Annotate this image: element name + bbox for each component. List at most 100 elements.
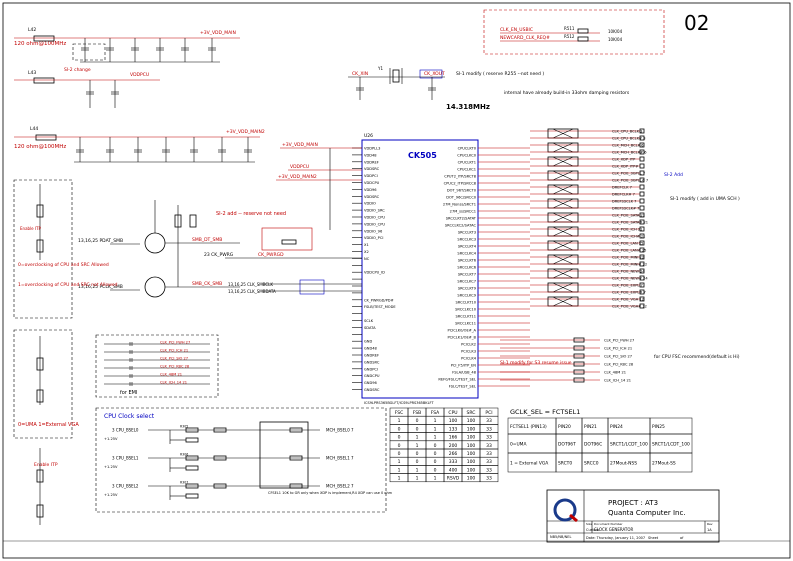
- chip-pin-right: SRCCLKT6: [458, 259, 477, 263]
- si2-change-note: SI-2 change: [64, 67, 91, 73]
- pci-output-net: CLK_ICH_14 21: [604, 379, 631, 383]
- smbus-b: 13,16,25 PCLK_SMB: [78, 284, 123, 290]
- fsc-cell: 0: [398, 426, 401, 432]
- svg-text:SMB_DT_SMB: SMB_DT_SMB: [192, 237, 222, 243]
- fsc-cell: CPU: [448, 410, 457, 416]
- svg-text:of: of: [680, 536, 684, 540]
- sheet-title: CLOCK GENERATOR: [594, 527, 633, 532]
- gclk-cell: FCTSEL1 (PIN13): [510, 424, 547, 430]
- chip-pin-right: CPUCLKT0: [458, 147, 477, 151]
- fsc-cell: 266: [449, 451, 458, 457]
- fsc-cell: PCI: [485, 410, 492, 416]
- emi-net: CLK_PCI_ICH 21: [160, 349, 188, 353]
- clock-output-net: CLK_PCIE_LAN 25: [612, 242, 643, 246]
- chip-pin-right: PCICLK0/OE#_A: [448, 329, 477, 333]
- clock-output-net: CLK_MCH_BCLK# 6: [612, 151, 647, 155]
- l42-label: L42: [28, 27, 36, 33]
- overclock-note-1: 1=overclocking of CPU and SRC not Allowe…: [18, 282, 118, 288]
- fsc-recommend-note: for CPU FSC recommend(default is Hi): [654, 354, 740, 360]
- clock-output-net: CLK_PCIE_VGA# 12: [612, 305, 647, 309]
- fsc-cell: 100: [467, 426, 476, 432]
- mch-bsel-output: MCH_BSEL1 7: [326, 456, 354, 461]
- cpu-bsel-input: 3 CPU_BSEL0: [112, 428, 139, 433]
- crystal-note: SI-1 modify ( reserve R255 --not need ): [456, 71, 544, 77]
- top-net-newcard: NEWCARD_CLK_REQ#: [500, 35, 550, 41]
- fsc-cell: 0: [434, 451, 437, 457]
- chip-pin-right: SRCCLKC11: [455, 322, 476, 326]
- fsc-cell: 1: [416, 435, 419, 441]
- fsc-cell: 33: [486, 451, 492, 457]
- fsc-cell: 400: [449, 467, 458, 473]
- svg-text:Rev: Rev: [707, 522, 713, 526]
- svg-text:+3V_VDD_MAIN: +3V_VDD_MAIN: [282, 142, 318, 148]
- clock-output-net: CLK_CPU_BCLK# 3: [612, 137, 645, 141]
- pci-output-net: CLK_PCI_KBC 28: [604, 363, 634, 367]
- chip-pin-left: GND96: [364, 381, 378, 385]
- fsc-cell: 200: [449, 443, 458, 449]
- gclk-cell: PIN20: [558, 424, 571, 430]
- sheet-date: Date: Thursday, January 11, 2007: [586, 536, 645, 540]
- clock-output-net: CLK_PCIE_3GPLL 7: [612, 172, 645, 176]
- mch-bsel-output: MCH_BSEL0 7: [326, 428, 354, 433]
- chip-pin-left: GNDCPU: [364, 374, 380, 378]
- cpu-clock-select-box: [95, 407, 387, 513]
- title-block: [546, 489, 720, 543]
- chip-pin-right: PCICLK4: [461, 357, 477, 361]
- emi-net: CLK_PCI_KBC 28: [160, 365, 190, 369]
- clock-output-net: DREFSSCLK# 7: [612, 207, 639, 211]
- fsc-cell: 1: [398, 418, 401, 424]
- fsc-cell: 33: [486, 459, 492, 465]
- clock-output-net: CLK_XDP_ITP#: [612, 165, 638, 169]
- fsc-cell: 333: [449, 459, 458, 465]
- fsc-cell: 0: [398, 443, 401, 449]
- fsc-cell: 33: [486, 418, 492, 424]
- clock-output-net: DREFCLK# 7: [612, 193, 635, 197]
- chip-pin-left: VDDPLL3: [364, 147, 380, 151]
- gclk-cell: 1 = External VGA: [510, 461, 548, 467]
- fsc-cell: 1: [434, 418, 437, 424]
- clock-output-net: CLK_PCIE_VGA 12: [612, 298, 644, 302]
- chip-pin-right: 27M_Nonss/SRCT1: [443, 203, 476, 207]
- pci-output-net: CLK_PCI_FWH 27: [604, 339, 634, 343]
- chip-pin-left: VDDIO: [364, 202, 376, 206]
- gclk-cell: 0=UMA: [510, 442, 526, 448]
- chip-pin-left: X1: [364, 243, 369, 247]
- chip-ref: U26: [364, 133, 373, 139]
- svg-text:10K/04: 10K/04: [608, 37, 623, 42]
- chip-name: CK505: [408, 151, 437, 160]
- fsc-cell: 33: [486, 443, 492, 449]
- fsc-cell: FSA: [431, 410, 440, 416]
- gclk-cell: SRCT1/LCDT_100: [610, 442, 648, 448]
- chip-pin-right: PCICLK3: [461, 350, 476, 354]
- svg-text:CK_PWRGD: CK_PWRGD: [258, 252, 284, 258]
- crystal-body: [392, 69, 400, 83]
- pci-output-net: CLK_PCI_SIO 27: [604, 355, 632, 359]
- fsc-cell: 1: [398, 459, 401, 465]
- gclk-cell: SRCT0: [558, 461, 572, 467]
- fsc-cell: 0: [416, 418, 419, 424]
- clock-output-net: CLK_PCIE_LAN# 25: [612, 249, 646, 253]
- l42-bead: [33, 35, 55, 42]
- chip-pin-right: SRCCLKC6: [457, 266, 476, 270]
- chip-pin-left: VDDREF: [364, 160, 379, 164]
- svg-text:Document Number: Document Number: [594, 522, 623, 526]
- svg-text:Size: Size: [586, 522, 592, 526]
- l44-part: 120 ohm@100MHz: [14, 144, 66, 150]
- si2-reserve-note: SI-2 add -- reserve not need: [216, 211, 286, 217]
- svg-text:VDDPCU: VDDPCU: [290, 164, 309, 170]
- clock-output-net: DREFSSCLK 7: [612, 200, 636, 204]
- chip-pin-left: GND: [364, 340, 372, 344]
- uma-sel-note: 0=UMA 1=External VGA: [18, 422, 79, 428]
- chip-pin-right: SRCCLKT3: [458, 231, 476, 235]
- fsc-cell: 1: [416, 443, 419, 449]
- svg-text:R511: R511: [564, 26, 575, 31]
- emi-net: CLK_ICH_14 21: [160, 381, 187, 385]
- internal-damping-note: internal have already build-in 33ohm dam…: [504, 90, 630, 96]
- vdd-main2-label: +3V_VDD_MAIN2: [226, 129, 265, 135]
- fsc-cell: 100: [467, 476, 476, 482]
- strap-note: CFSEL1 10K to GR only when XDP is implem…: [268, 491, 393, 495]
- chip-pin-right: SRCCLKT11: [456, 315, 476, 319]
- emi-net: CLK_PCI_SIO 27: [160, 357, 188, 361]
- clock-output-net: CLK_PCIE_3GPLL# 7: [612, 179, 648, 183]
